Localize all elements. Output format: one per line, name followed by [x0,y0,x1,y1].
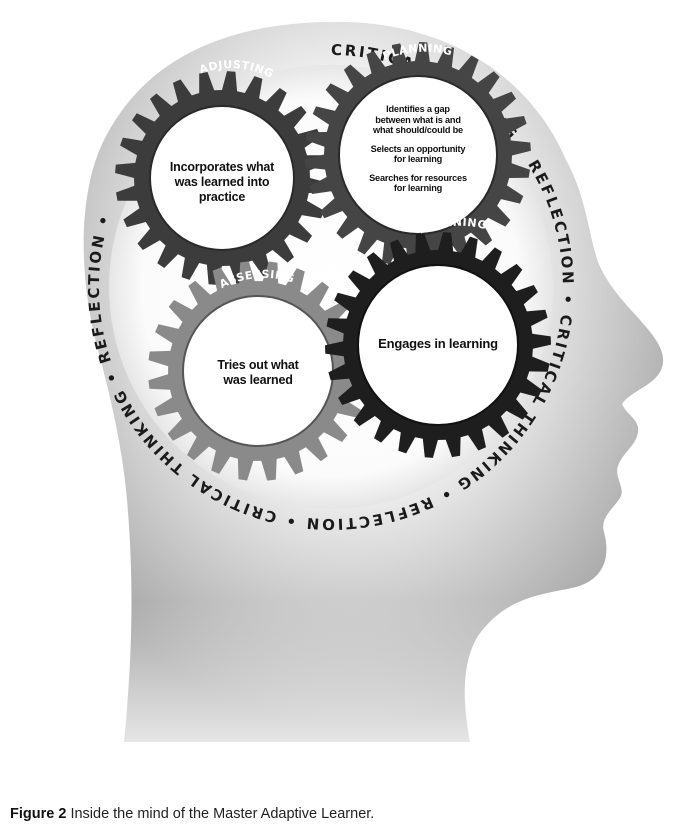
learning-gear: LEARNING [325,216,551,458]
neck-fade [100,600,520,800]
planning-group3-line-2: for learning [393,183,443,193]
adjusting-line-1: Incorporates what [169,160,275,174]
planning-group1-line-3: what should/could be [373,125,463,135]
caption-label: Figure 2 [10,806,67,822]
planning-group1-line-2: between what is and [375,114,461,125]
learning-text: Engages in learning [368,336,508,352]
master-adaptive-learner-figure: CRITICAL THINKING • REFLECTION • CRITICA… [83,21,664,800]
planning-group2-line-1: Selects an opportunity [370,143,466,154]
adjusting-line-3: practice [198,190,246,204]
adjusting-gear-face [149,105,295,251]
head-gears-diagram: CRITICAL THINKING • REFLECTION • CRITICA… [83,21,664,800]
assessing-line-1: Tries out what [217,358,299,372]
planning-group1-line-1: Identifies a gap [386,104,450,114]
learning-gear-face [357,264,519,426]
assessing-line-2: was learned [223,373,293,387]
figure-caption: Figure 2 Inside the mind of the Master A… [10,806,670,822]
planning-group3-line-1: Searches for resources [369,172,467,183]
caption-text: Inside the mind of the Master Adaptive L… [70,806,375,822]
planning-text: Identifies a gap between what is and wha… [348,104,488,194]
planning-group2-line-2: for learning [393,154,443,164]
assessing-text: Tries out what was learned [190,358,326,388]
planning-gear: PLANNING [305,42,531,268]
adjusting-text: Incorporates what was learned into pract… [152,160,292,205]
adjusting-line-2: was learned into [174,175,270,189]
learning-line-1: Engages in learning [378,336,498,351]
